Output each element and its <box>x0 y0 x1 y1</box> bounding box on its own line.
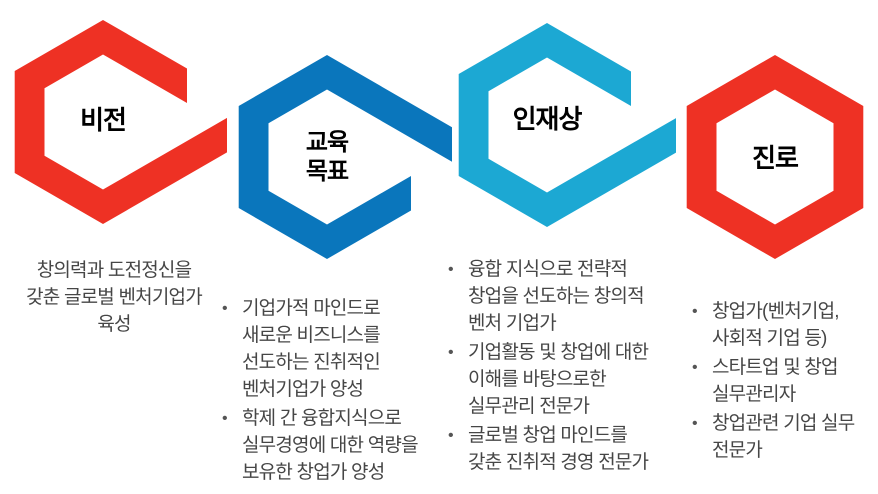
list-item-line: 기업활동 및 창업에 대한 <box>468 342 649 363</box>
list-item-line: 창업가(벤처기업, <box>712 301 840 322</box>
list-item: • 학제 간 융합지식으로 실무경영에 대한 역량을 보유한 창업가 양성 <box>222 405 462 486</box>
list-item-text: 스타트업 및 창업 실무관리자 <box>712 354 839 408</box>
bullet-icon: • <box>692 415 698 432</box>
vision-description-line: 창의력과 도전정신을 <box>36 260 192 281</box>
list-item-text: 융합 지식으로 전략적 창업을 선도하는 창의적 벤처 기업가 <box>468 256 645 337</box>
list-item: • 융합 지식으로 전략적 창업을 선도하는 창의적 벤처 기업가 <box>448 256 688 337</box>
vision-hexagon-shape <box>14 20 228 224</box>
bullet-icon: • <box>692 359 698 376</box>
list-item-line: 창업관련 기업 실무 <box>712 413 855 434</box>
list-item-line: 벤처기업가 양성 <box>242 379 364 400</box>
vision-description-line: 갖춘 글로벌 벤처기업가 <box>26 287 203 308</box>
list-item: • 글로벌 창업 마인드를 갖춘 진취적 경영 전문가 <box>448 422 688 476</box>
list-item-line: 융합 지식으로 전략적 <box>468 259 628 280</box>
list-item-line: 갖춘 진취적 경영 전문가 <box>468 452 649 473</box>
list-item-line: 실무경영에 대한 역량을 <box>242 435 419 456</box>
education-goals-list: • 기업가적 마인드로 새로운 비즈니스를 선도하는 진취적인 벤처기업가 양성… <box>222 295 462 488</box>
talent-profile-hexagon-label: 인재상 <box>487 99 607 139</box>
bullet-icon: • <box>448 261 454 278</box>
bullet-icon: • <box>222 300 228 317</box>
vision-label-text: 비전 <box>80 104 127 135</box>
vision-hexagon-label: 비전 <box>43 100 163 140</box>
list-item-line: 보유한 창업가 양성 <box>242 462 385 483</box>
list-item-text: 창업관련 기업 실무 전문가 <box>712 410 855 464</box>
list-item-line: 창업을 선도하는 창의적 <box>468 286 645 307</box>
vision-description-line: 육성 <box>97 314 131 335</box>
list-item-line: 전문가 <box>712 440 763 461</box>
bullet-icon: • <box>692 303 698 320</box>
list-item-text: 학제 간 융합지식으로 실무경영에 대한 역량을 보유한 창업가 양성 <box>242 405 419 486</box>
career-path-label-text: 진로 <box>752 142 799 173</box>
list-item-line: 실무관리 전문가 <box>468 396 590 417</box>
talent-profile-list: • 융합 지식으로 전략적 창업을 선도하는 창의적 벤처 기업가 • 기업활동… <box>448 256 688 478</box>
career-path-hexagon-shape <box>686 55 864 259</box>
list-item-line: 스타트업 및 창업 <box>712 357 839 378</box>
list-item-line: 새로운 비즈니스를 <box>242 325 381 346</box>
list-item-line: 사회적 기업 등) <box>712 328 827 349</box>
bullet-icon: • <box>448 427 454 444</box>
list-item: • 스타트업 및 창업 실무관리자 <box>692 354 878 408</box>
career-path-hexagon-label: 진로 <box>715 138 835 178</box>
list-item-line: 이해를 바탕으로한 <box>468 369 607 390</box>
list-item: • 기업가적 마인드로 새로운 비즈니스를 선도하는 진취적인 벤처기업가 양성 <box>222 295 462 403</box>
list-item-line: 학제 간 융합지식으로 <box>242 408 402 429</box>
education-goals-label-line1: 교육 <box>305 129 349 156</box>
bullet-icon: • <box>448 344 454 361</box>
talent-profile-label-text: 인재상 <box>512 103 583 134</box>
education-goals-label-line2: 목표 <box>305 158 349 185</box>
list-item-line: 글로벌 창업 마인드를 <box>468 425 628 446</box>
list-item-line: 기업가적 마인드로 <box>242 298 381 319</box>
talent-profile-hexagon-shape <box>458 23 676 227</box>
bullet-icon: • <box>222 410 228 427</box>
list-item-text: 기업활동 및 창업에 대한 이해를 바탕으로한 실무관리 전문가 <box>468 339 649 420</box>
list-item-line: 실무관리자 <box>712 384 796 405</box>
vision-description: 창의력과 도전정신을 갖춘 글로벌 벤처기업가 육성 <box>0 257 228 338</box>
list-item-text: 기업가적 마인드로 새로운 비즈니스를 선도하는 진취적인 벤처기업가 양성 <box>242 295 381 403</box>
education-goals-hexagon-label: 교육 목표 <box>267 126 387 188</box>
list-item-text: 창업가(벤처기업, 사회적 기업 등) <box>712 298 840 352</box>
list-item: • 창업관련 기업 실무 전문가 <box>692 410 878 464</box>
list-item: • 창업가(벤처기업, 사회적 기업 등) <box>692 298 878 352</box>
list-item-line: 선도하는 진취적인 <box>242 352 381 373</box>
career-path-list: • 창업가(벤처기업, 사회적 기업 등) • 스타트업 및 창업 실무관리자 … <box>692 298 878 466</box>
list-item-text: 글로벌 창업 마인드를 갖춘 진취적 경영 전문가 <box>468 422 649 476</box>
education-goals-hexagon-shape <box>238 55 452 259</box>
list-item: • 기업활동 및 창업에 대한 이해를 바탕으로한 실무관리 전문가 <box>448 339 688 420</box>
list-item-line: 벤처 기업가 <box>468 313 557 334</box>
